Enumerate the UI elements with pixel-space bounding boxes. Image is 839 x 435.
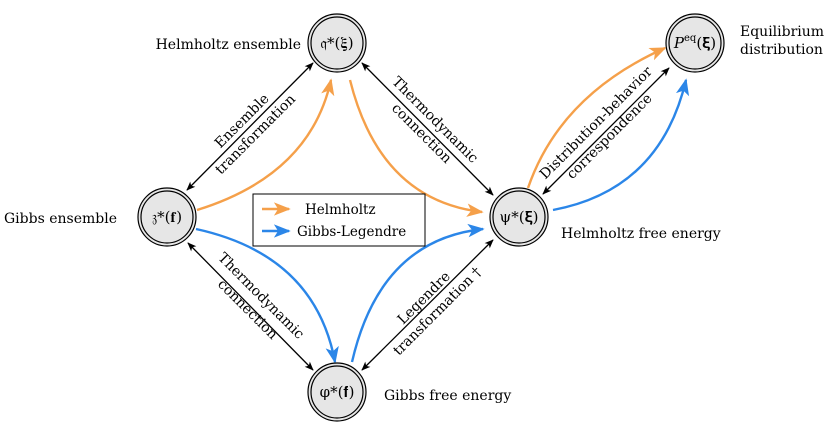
arrow-z-q	[186, 62, 314, 191]
node-symbol-z: 𝔷*(𝐟)	[152, 208, 182, 226]
arrow-z-phi	[187, 242, 314, 371]
node-helmholtz-ensemble: 𝔮*(𝛏)	[307, 13, 367, 73]
label-helmholtz-ensemble: Helmholtz ensemble	[156, 37, 301, 53]
node-symbol-psi: ψ*(𝛏)	[499, 208, 538, 226]
node-gibbs-ensemble: 𝔷*(𝐟)	[137, 187, 197, 247]
node-helmholtz-free-energy: ψ*(𝛏)	[489, 187, 549, 247]
arrow-q-psi	[361, 62, 494, 196]
node-equilibrium-distribution: Peq(𝛏)	[665, 13, 725, 73]
blue-arrow-psi-peq	[552, 78, 690, 212]
orange-arrow-psi-peq	[526, 46, 667, 189]
node-symbol-peq: Peq(𝛏)	[673, 33, 716, 52]
orange-arrow-z-q	[196, 78, 335, 212]
arrow-psi-peq	[542, 67, 670, 195]
label-distribution: distribution	[740, 42, 823, 58]
legend: Helmholtz Gibbs-Legendre	[252, 193, 426, 247]
legend-label-helmholtz: Helmholtz	[305, 202, 376, 218]
label-equilibrium: Equilibrium	[740, 24, 824, 40]
orange-arrow-q-psi	[348, 79, 484, 217]
blue-arrow-z-phi	[195, 227, 339, 364]
edge-label-thermodynamic-connection-bottom: Thermodynamic connection	[214, 250, 307, 343]
edge-label-legendre-transformation: Legendre transformation †	[390, 264, 485, 359]
label-gibbs-free-energy: Gibbs free energy	[384, 388, 511, 404]
node-symbol-q: 𝔮*(𝛏)	[320, 34, 353, 52]
node-symbol-phi: φ*(𝐟)	[320, 383, 355, 401]
node-gibbs-free-energy: φ*(𝐟)	[307, 362, 367, 422]
label-gibbs-ensemble: Gibbs ensemble	[4, 211, 117, 227]
edge-label-line1: Distribution-behavior	[537, 64, 656, 183]
arrow-phi-psi	[361, 239, 494, 371]
legend-label-gibbs-legendre: Gibbs-Legendre	[297, 224, 406, 240]
label-helmholtz-free-energy: Helmholtz free energy	[561, 226, 721, 242]
blue-arrow-phi-psi	[350, 223, 485, 363]
